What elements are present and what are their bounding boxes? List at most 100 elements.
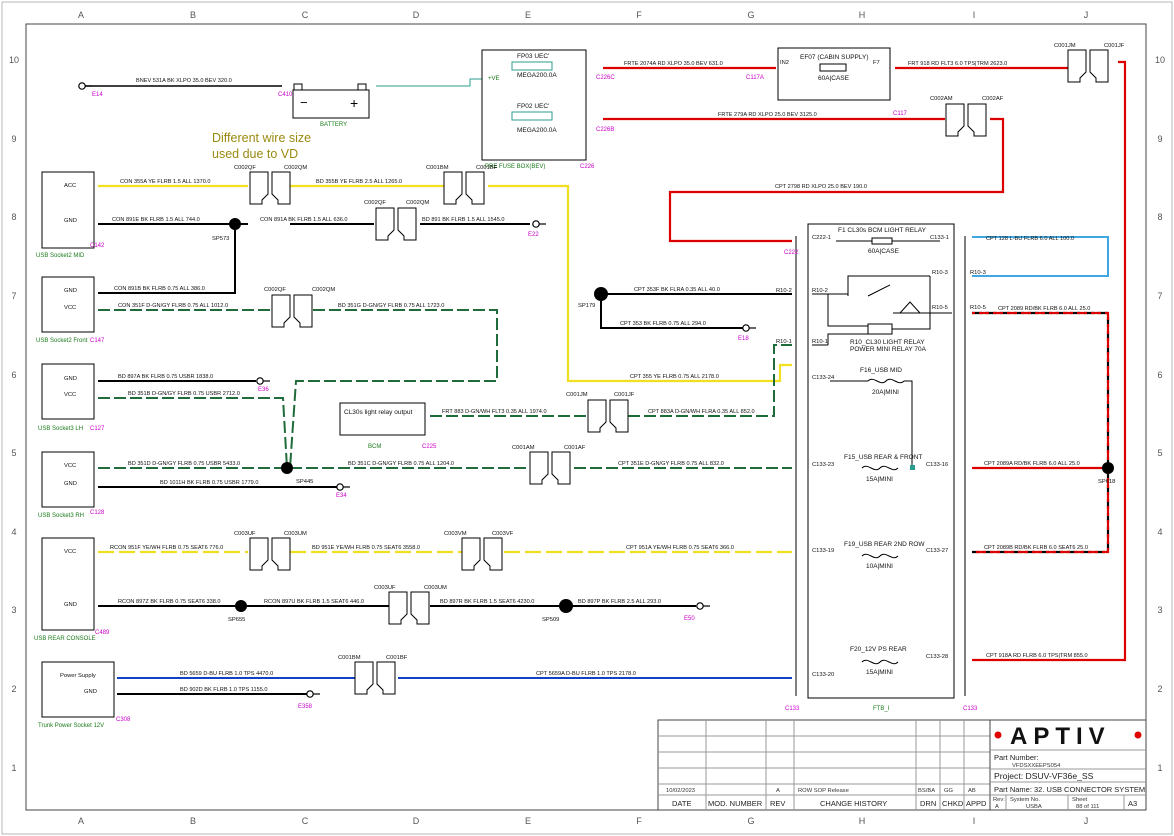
grid-col-top: F xyxy=(636,10,642,20)
conn-label: C003VF xyxy=(492,531,514,537)
yellow-wires xyxy=(98,184,792,383)
grid-row-left: 1 xyxy=(11,763,16,773)
grid-labels: A B C D E F G H I J A B C D E F G H I J … xyxy=(9,10,1165,826)
conn-label: C003VM xyxy=(444,531,467,537)
inline-connector-pair xyxy=(443,171,485,205)
fuse-f20-rating: 15A|MINI xyxy=(866,669,893,676)
ftb-ref: FTB_I xyxy=(873,706,890,712)
usb-rear-pin-vcc: VCC xyxy=(64,549,76,555)
wire-battery-positive xyxy=(376,78,496,87)
grid-row-left: 9 xyxy=(11,134,16,144)
wire-label: CPT 883A D-GN/WH FLRA 0.35 ALL 852.0 xyxy=(648,409,755,415)
inline-connector-pair xyxy=(1067,49,1109,83)
grid-row-left: 2 xyxy=(11,684,16,694)
part-number-value: VFDSXXEEPS054 xyxy=(1012,763,1061,769)
wire-label: BNEV 531A BK XLPO 35.0 BEV 320.0 xyxy=(136,78,232,84)
prefuse-label: PRE FUSE BOX(BEV) xyxy=(485,164,545,170)
fuse-fp03-label: FP03 UEC' xyxy=(517,53,549,60)
trunk-pin-gnd: GND xyxy=(84,689,97,695)
grid-row-left: 8 xyxy=(11,212,16,222)
conn-label: C002QF xyxy=(364,200,386,206)
ground-symbol xyxy=(532,220,546,228)
grid-row-right: 6 xyxy=(1157,370,1162,380)
inline-connector-pair xyxy=(945,103,987,137)
usb-socket3-lh: GND VCC USB Socket3 LH C127 xyxy=(38,363,105,432)
conn-label: C001AF xyxy=(564,445,586,451)
wire-label: CPT 128 L-BU FLRB 6.0 ALL 100.0 xyxy=(986,236,1074,242)
title-block: APTIV Part Number: VFDSXXEEPS054 Project… xyxy=(657,719,1147,811)
conn-label: C001JF xyxy=(1104,43,1125,49)
wire-label: BD 351G D-GN/GY FLRB 0.75 ALL 1723.0 xyxy=(338,303,444,309)
inline-connector-pair xyxy=(529,451,571,485)
grid-col-bottom: D xyxy=(413,816,420,826)
wire-cpt2089 xyxy=(972,311,1110,554)
wire-label: CPT 353 BK FLRB 0.75 ALL 294.0 xyxy=(620,321,706,327)
grid-col-bottom: H xyxy=(859,816,866,826)
connector-labels: C002QF C002QM C001BM C001BF C002QF C002Q… xyxy=(234,43,1125,678)
ground-label: E34 xyxy=(336,493,347,499)
ground-symbol xyxy=(256,377,270,385)
pin-label: R10-3 xyxy=(970,270,986,276)
wire-label: CPT 5659A D-BU FLRB 1.0 TPS 2178.0 xyxy=(536,671,636,677)
conn-label: C002QM xyxy=(312,287,335,293)
pin-label: R10-2 xyxy=(776,288,792,294)
history-rev: A xyxy=(776,788,780,794)
fuse-f15-label: F15_USB REAR & FRONT xyxy=(844,454,922,461)
usb-rear-console: VCC GND USB REAR CONSOLE C489 xyxy=(34,537,110,642)
ef07-pin-out: F7 xyxy=(873,60,880,66)
fuse-f16-label: F16_USB MID xyxy=(860,367,902,374)
history-drn: BS/BA xyxy=(918,788,935,794)
sheet-label: Sheet xyxy=(1072,797,1088,803)
conn-ref: C222 xyxy=(784,250,799,256)
col-appd: APPD xyxy=(966,799,987,808)
drawing-border xyxy=(25,23,1147,811)
ground-points xyxy=(78,82,756,698)
usb2-front-label: USB Socket2 Front xyxy=(36,338,88,344)
splice-label: SP445 xyxy=(296,479,313,485)
wire-labels: BNEV 531A BK XLPO 35.0 BEV 320.0 FRTE 20… xyxy=(110,61,1090,693)
part-number-label: Part Number: xyxy=(994,753,1039,762)
wire-label: FRTE 279A RD XLPO 25.0 BEV 3125.0 xyxy=(718,112,817,118)
fuse-f19-label: F19_USB REAR 2ND ROW xyxy=(844,541,925,548)
inline-connector-pair xyxy=(388,591,430,625)
battery-plus: + xyxy=(350,95,358,111)
splice-dot xyxy=(594,287,608,301)
pin-label: R10-2 xyxy=(812,288,828,294)
conn-label: C001BM xyxy=(338,655,361,661)
ground-label: E22 xyxy=(528,232,539,238)
usb3-lh-ref: C127 xyxy=(90,426,105,432)
logo-dot-left xyxy=(994,731,1002,739)
trunk-pin-supply: Power Supply xyxy=(60,673,96,679)
fuse-f20-label: F20_12V PS REAR xyxy=(850,646,907,653)
green-dashed-wires xyxy=(98,309,792,469)
wire-label: BD 902D BK FLRB 1.0 TPS 1155.0 xyxy=(180,687,267,693)
grid-row-left: 5 xyxy=(11,448,16,458)
col-date: DATE xyxy=(672,799,691,808)
redblack-wires-red xyxy=(972,311,1110,554)
splice-dot xyxy=(559,599,573,613)
inline-connector-pair xyxy=(354,661,396,695)
trunk-label: Trunk Power Socket 12V xyxy=(38,723,104,729)
ef07-fuse: EF07 (CABIN SUPPLY) 60A|CASE IN2 F7 C117 xyxy=(777,47,908,117)
pin-label: C133-23 xyxy=(812,462,834,468)
grid-col-bottom: I xyxy=(973,816,976,826)
prefuse-plusve: +VE xyxy=(488,76,500,82)
pin-label: R10-3 xyxy=(932,270,948,276)
usb-socket2-mid: ACC GND USB Socket2 MID C142 xyxy=(36,171,105,259)
splice-label: SP618 xyxy=(1098,479,1115,485)
conn-label: C002QF xyxy=(234,165,256,171)
grid-row-left: 4 xyxy=(11,527,16,537)
wire-cpt353 xyxy=(600,294,744,329)
splice-label: SP655 xyxy=(228,617,245,623)
pin-label: C133-1 xyxy=(930,235,949,241)
wire-label: FRT 918 RD FLT3 6.0 TPS|TRM 2623.0 xyxy=(908,61,1007,67)
usb2-front-ref: C147 xyxy=(90,338,105,344)
conn-label: C002QM xyxy=(284,165,307,171)
grid-col-bottom: A xyxy=(78,816,84,826)
usb-rear-label: USB REAR CONSOLE xyxy=(34,636,96,642)
splice-label: SP573 xyxy=(212,236,229,242)
conn-label: C001BF xyxy=(386,655,408,661)
conn-ref: C117A xyxy=(746,75,764,81)
usb-rear-pin-gnd: GND xyxy=(64,602,77,608)
